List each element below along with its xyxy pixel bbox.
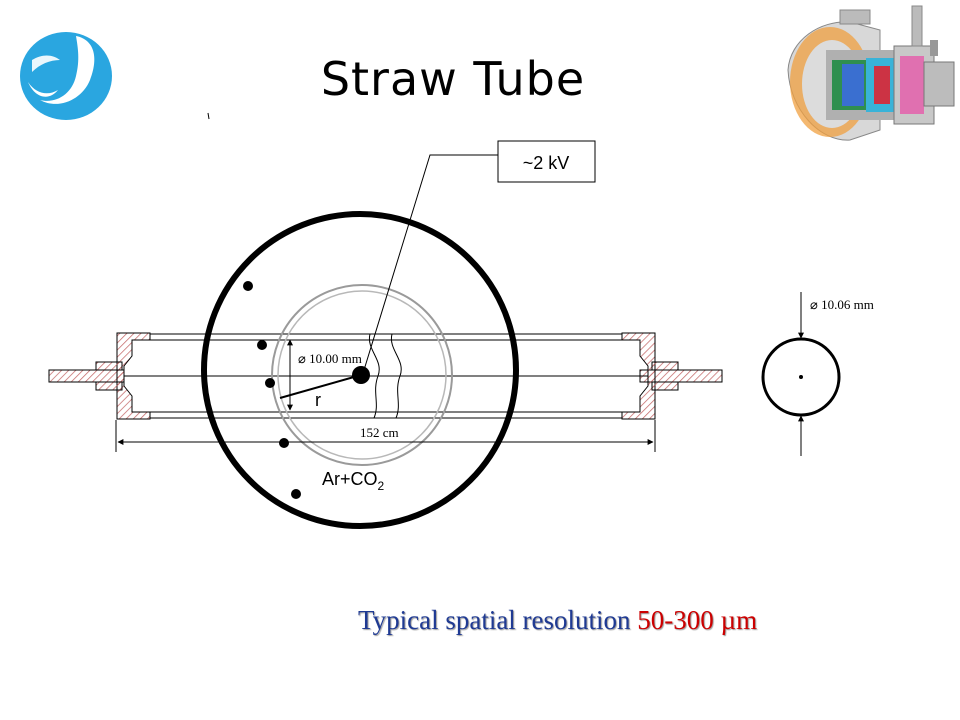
radius-line	[279, 374, 362, 399]
right-end-cap	[621, 332, 723, 420]
radius-label: r	[315, 390, 321, 410]
outer-tube-circle	[201, 211, 519, 529]
cross-section-view: ⌀ 10.06 mm	[761, 292, 874, 456]
cross-section-diameter-label: ⌀ 10.06 mm	[810, 297, 874, 312]
inner-diameter-label: ⌀ 10.00 mm	[298, 351, 362, 366]
page-title: Straw Tube	[320, 52, 586, 106]
detector-icon	[787, 5, 955, 141]
logo-icon	[20, 32, 112, 120]
length-label: 152 cm	[360, 425, 399, 440]
voltage-box	[497, 140, 596, 183]
caption-value: 50-300 µm	[637, 605, 758, 635]
straw-wall	[271, 284, 453, 466]
tube-body	[124, 333, 648, 419]
caption-lead: Typical spatial resolution	[358, 605, 638, 635]
stray-mark	[207, 112, 210, 120]
resolution-caption: Typical spatial resolution 50-300 µm	[358, 605, 757, 636]
voltage-lead	[363, 154, 498, 371]
gas-label: Ar+CO2	[322, 469, 385, 493]
voltage-label: ~2 kV	[523, 153, 570, 173]
ionization-dots	[243, 281, 301, 499]
